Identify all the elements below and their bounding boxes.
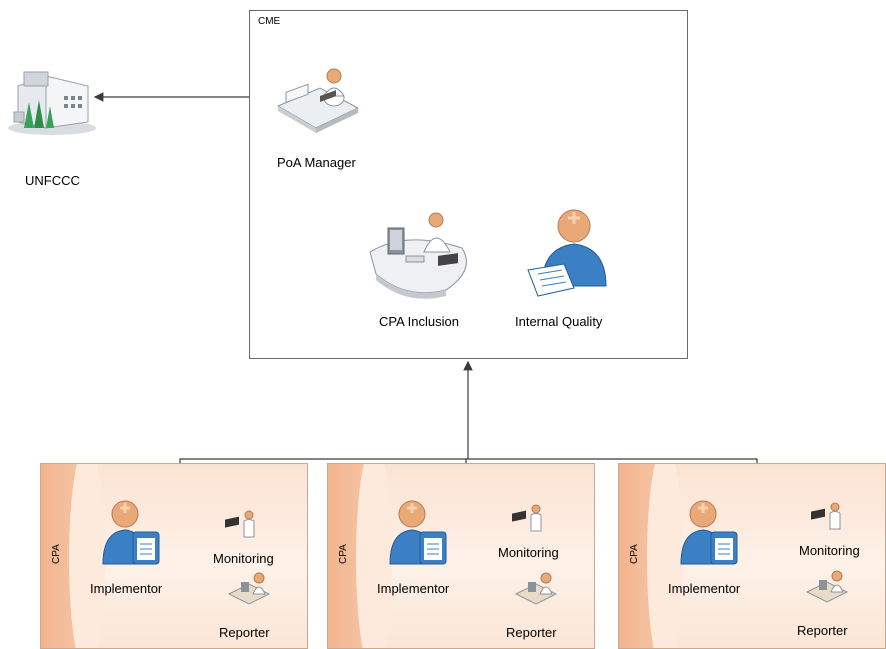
implementor-label: Implementor — [377, 581, 450, 596]
reporter-label: Reporter — [219, 625, 270, 640]
cme-container — [249, 10, 688, 359]
cpa-inclusion-label: CPA Inclusion — [379, 314, 459, 329]
implementor-icon — [389, 500, 447, 565]
cme-title: CME — [258, 16, 281, 27]
monitoring-icon — [512, 504, 542, 532]
monitoring-icon — [811, 502, 841, 530]
monitoring-label: Monitoring — [799, 543, 860, 558]
building-icon — [8, 71, 96, 135]
quality-person-icon — [527, 209, 607, 297]
cpa-curve — [647, 464, 683, 648]
reporter-label: Reporter — [506, 625, 557, 640]
monitoring-label: Monitoring — [498, 545, 559, 560]
reporter-icon — [805, 570, 849, 603]
unfccc-label: UNFCCC — [25, 173, 80, 188]
monitoring-label: Monitoring — [213, 551, 274, 566]
cpa-title: CPA — [629, 544, 640, 564]
cpa-panel-1: CPA Implementor Monitoring Reporter — [40, 463, 308, 649]
poa-manager-label: PoA Manager — [277, 155, 356, 170]
cpa-panel-3: CPA Implementor Monitoring Reporter — [618, 463, 886, 649]
implementor-icon — [102, 500, 160, 565]
cpa-title: CPA — [338, 544, 349, 564]
internal-quality-label: Internal Quality — [515, 314, 603, 329]
implementor-icon — [680, 500, 738, 565]
reporter-icon — [514, 572, 558, 605]
cpa-title: CPA — [51, 544, 62, 564]
implementor-label: Implementor — [668, 581, 741, 596]
monitoring-icon — [225, 510, 255, 538]
reporter-label: Reporter — [797, 623, 848, 638]
cpa-curve — [69, 464, 105, 648]
inclusion-desk-icon — [369, 212, 467, 299]
manager-desk-icon — [276, 68, 360, 133]
cpa-curve — [356, 464, 392, 648]
implementor-label: Implementor — [90, 581, 163, 596]
cpa-panel-2: CPA Implementor Monitoring Reporter — [327, 463, 595, 649]
reporter-icon — [227, 572, 271, 605]
